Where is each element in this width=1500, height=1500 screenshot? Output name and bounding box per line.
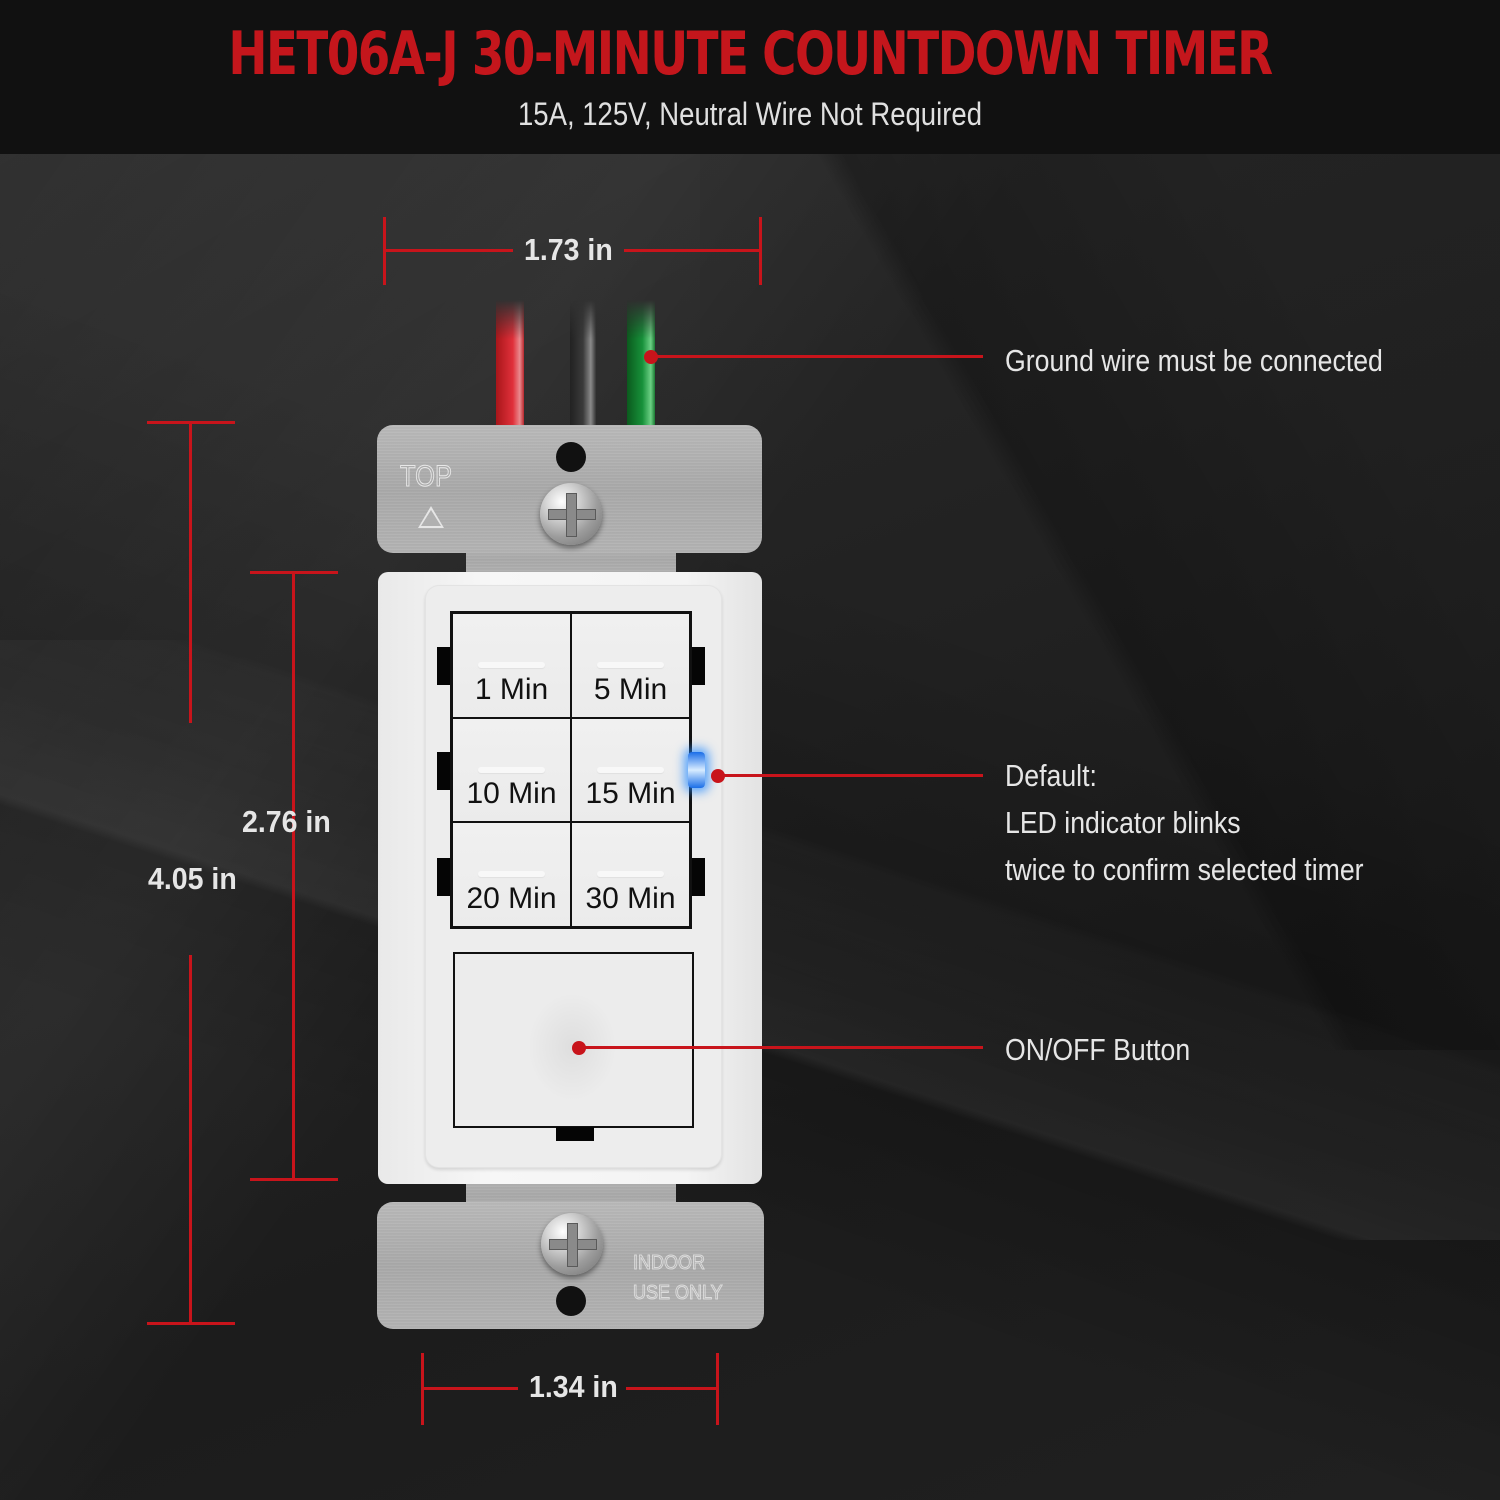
dimension-label: 1.73 in — [524, 232, 613, 267]
dimension-tick — [147, 421, 235, 424]
dimension-label: 4.05 in — [148, 861, 237, 896]
page-subtitle: 15A, 125V, Neutral Wire Not Required — [517, 96, 982, 132]
dimension-tick — [250, 1178, 338, 1181]
callout-led-line2: LED indicator blinks — [1005, 805, 1241, 840]
dimension-tick — [147, 1322, 235, 1325]
timer-button-20-min[interactable]: 20 Min — [452, 822, 571, 927]
timer-button-10-min[interactable]: 10 Min — [452, 717, 571, 823]
dimension-line — [385, 249, 513, 252]
dimension-tick — [250, 571, 338, 574]
side-tab — [690, 858, 705, 896]
callout-dot — [644, 350, 658, 364]
timer-button-15-min[interactable]: 15 Min — [571, 717, 690, 823]
callout-ground-text: Ground wire must be connected — [1005, 343, 1383, 378]
callout-dot — [572, 1041, 586, 1055]
callout-led-line1: Default: — [1005, 758, 1097, 793]
background-facet — [700, 150, 1500, 1050]
side-tab — [437, 858, 452, 896]
dimension-line — [624, 249, 760, 252]
callout-line — [722, 774, 983, 777]
dimension-tick — [759, 217, 762, 285]
dimension-line — [292, 573, 295, 1179]
timer-button-1-min[interactable]: 1 Min — [452, 613, 571, 718]
callout-led-line3: twice to confirm selected timer — [1005, 852, 1364, 887]
timer-button-label: 30 Min — [585, 881, 676, 915]
screw-icon — [540, 483, 602, 545]
black-wire — [570, 300, 596, 430]
timer-button-label: 10 Min — [466, 777, 557, 811]
dimension-label: 1.34 in — [529, 1369, 618, 1404]
callout-line — [655, 355, 983, 358]
dimension-line — [189, 423, 192, 723]
timer-button-label: 15 Min — [585, 777, 676, 811]
strap-indoor-line1: INDOOR — [633, 1252, 706, 1275]
mounting-hole — [556, 1286, 586, 1316]
dimension-line — [423, 1387, 518, 1390]
dimension-line — [189, 955, 192, 1323]
header-band: HET06A-J 30-MINUTE COUNTDOWN TIMER 15A, … — [0, 0, 1500, 154]
callout-line — [583, 1046, 983, 1049]
timer-button-label: 1 Min — [474, 672, 549, 706]
callout-dot — [711, 769, 725, 783]
dimension-tick — [421, 1353, 424, 1425]
dimension-line — [626, 1387, 718, 1390]
timer-button-30-min[interactable]: 30 Min — [571, 822, 690, 927]
on-off-button[interactable] — [453, 952, 694, 1128]
strap-top-label: TOP — [400, 460, 453, 494]
timer-button-label: 5 Min — [593, 672, 668, 706]
side-tab — [437, 647, 452, 685]
dimension-label: 2.76 in — [242, 804, 331, 839]
page-title: HET06A-J 30-MINUTE COUNTDOWN TIMER — [228, 19, 1273, 89]
strap-indoor-line2: USE ONLY — [633, 1282, 724, 1305]
callout-on-off-text: ON/OFF Button — [1005, 1032, 1191, 1067]
timer-button-grid: 1 Min 5 Min 10 Min 15 Min 20 Min 30 Min — [450, 611, 692, 929]
strap-indoor-label: INDOOR USE ONLY — [633, 1248, 724, 1308]
timer-button-label: 20 Min — [466, 881, 557, 915]
timer-button-5-min[interactable]: 5 Min — [571, 613, 690, 718]
dimension-tick — [383, 217, 386, 285]
mounting-hole — [556, 442, 586, 472]
screw-icon — [541, 1213, 603, 1275]
bottom-tab — [556, 1127, 594, 1141]
side-tab — [690, 647, 705, 685]
red-wire — [496, 300, 524, 430]
up-triangle-icon — [418, 506, 444, 528]
led-indicator — [688, 752, 705, 788]
side-tab — [437, 752, 452, 790]
green-ground-wire — [627, 300, 655, 430]
